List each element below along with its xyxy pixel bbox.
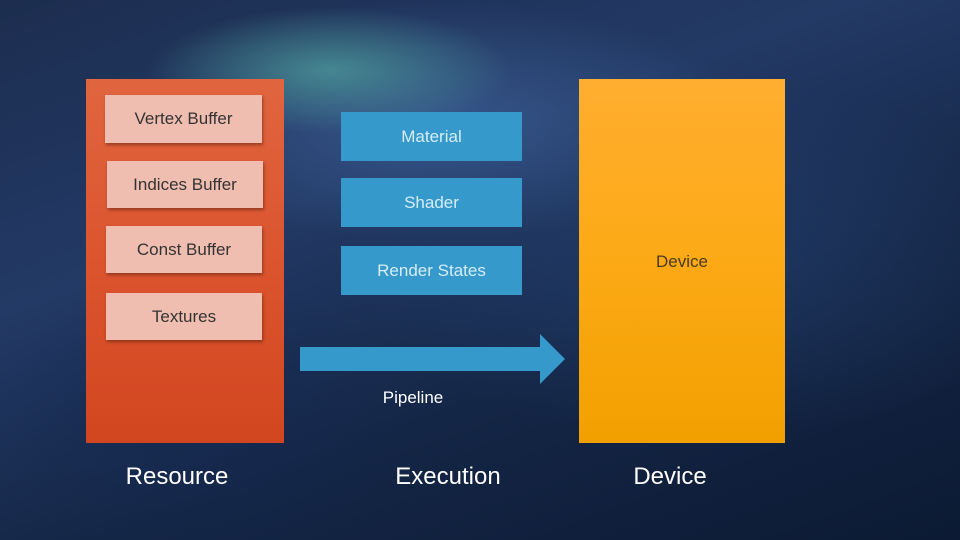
execution-column-label: Execution <box>395 463 501 490</box>
device-column-label: Device <box>633 463 707 490</box>
material-box: Material <box>341 112 522 161</box>
device-panel <box>579 79 785 443</box>
resource-column-label: Resource <box>125 463 229 490</box>
pipeline-label: Pipeline <box>382 388 444 407</box>
device-box-label: Device <box>656 252 708 271</box>
shader-box: Shader <box>341 178 522 227</box>
render-states-box: Render States <box>341 246 522 295</box>
textures-box: Textures <box>106 293 262 340</box>
indices-buffer-box: Indices Buffer <box>107 161 263 208</box>
const-buffer-box: Const Buffer <box>106 226 262 273</box>
vertex-buffer-box: Vertex Buffer <box>105 95 262 143</box>
pipeline-arrow-icon <box>300 334 565 384</box>
